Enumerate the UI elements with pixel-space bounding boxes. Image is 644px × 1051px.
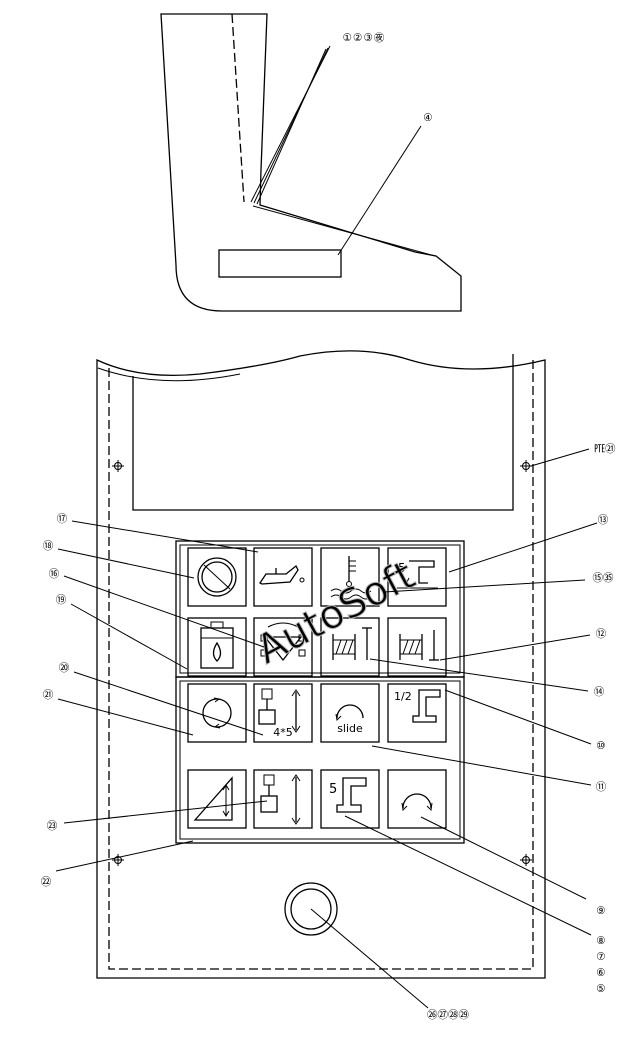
feed-bar-button[interactable] xyxy=(320,617,380,677)
callout-20: ⑳ xyxy=(59,662,70,674)
coolant-temperature-button[interactable] xyxy=(320,547,380,607)
callout-12: ⑫ xyxy=(596,628,607,640)
callout-5: ⑤ xyxy=(596,983,605,995)
rotate-button[interactable] xyxy=(187,683,247,743)
svg-text:5: 5 xyxy=(398,561,406,575)
feed-stop-icon xyxy=(399,630,439,661)
oil-level-button[interactable] xyxy=(187,617,247,677)
unit-lift-icon xyxy=(260,774,301,825)
callout-9: ⑨ xyxy=(596,905,605,917)
callout-6: ⑥ xyxy=(596,967,605,979)
rail-5-icon: 5 xyxy=(329,777,367,813)
callout-11: ⑪ xyxy=(596,781,607,793)
rail-half-button[interactable]: 1/2 xyxy=(387,683,447,743)
callout-8: ⑧ xyxy=(596,935,605,947)
rail-clamp-5-button[interactable]: 5 xyxy=(387,547,447,607)
turn-button[interactable] xyxy=(387,769,447,829)
svg-text:5: 5 xyxy=(329,782,337,797)
lubrication-button[interactable] xyxy=(253,547,313,607)
screw-icon xyxy=(112,460,124,472)
slide-label: slide xyxy=(337,722,363,735)
rail-half-icon: 1/2 xyxy=(394,689,441,723)
callout-23: ㉓ xyxy=(47,820,58,832)
screw-icon xyxy=(520,854,532,866)
callout-15-31: ⑮㉟ xyxy=(593,572,614,584)
screw-icon xyxy=(112,854,124,866)
label-plate xyxy=(218,249,342,278)
knob-icon xyxy=(284,882,338,936)
brake-ring-icon xyxy=(197,557,237,597)
screw-icon xyxy=(520,460,532,472)
feed-stop-button[interactable] xyxy=(387,617,447,677)
lower-button-cluster xyxy=(175,676,465,844)
slide-icon xyxy=(335,704,364,722)
callout-22: ㉒ xyxy=(41,876,52,888)
callout-1-2-3-30: ①②③㊰ xyxy=(343,32,386,44)
turn-icon xyxy=(401,793,433,812)
unit-lift-button[interactable] xyxy=(253,769,313,829)
svg-text:①②③㊰: ①②③㊰ xyxy=(343,32,386,44)
unit-lift-4x5-label: 4*5 xyxy=(273,726,293,739)
callout-16: ⑯ xyxy=(49,568,60,580)
slide-button[interactable]: slide xyxy=(320,683,380,743)
front-panel xyxy=(96,350,546,979)
callout-21: ㉑ xyxy=(43,689,54,701)
callout-10: ⑩ xyxy=(596,740,605,752)
rail-5-button[interactable]: 5 xyxy=(320,769,380,829)
oil-can-icon xyxy=(259,564,305,585)
callout-13: ⑬ xyxy=(598,514,609,526)
side-view-housing xyxy=(160,13,462,312)
brake-button[interactable] xyxy=(187,547,247,607)
callout-4: ④ xyxy=(423,112,432,124)
watermark: AutoSoft xyxy=(249,552,422,673)
unit-lift-4x5-icon xyxy=(258,688,301,733)
callout-17: ⑰ xyxy=(57,513,68,525)
oil-level-icon xyxy=(200,621,234,669)
callout-7: ⑦ xyxy=(596,951,605,963)
rotate-icon xyxy=(202,697,232,729)
coolant-temperature-icon xyxy=(330,556,372,600)
rotary-knob[interactable] xyxy=(284,882,338,936)
callout-24-25: ㉐㉑ xyxy=(595,443,616,455)
callout-14: ⑭ xyxy=(594,686,605,698)
callout-18: ⑱ xyxy=(43,540,54,552)
unit-lift-4x5-button[interactable]: 4*5 xyxy=(253,683,313,743)
alignment-button[interactable] xyxy=(253,617,313,677)
callout-19: ⑲ xyxy=(56,594,67,606)
rail-clamp-5-icon: 5 xyxy=(397,560,438,589)
angle-button[interactable] xyxy=(187,769,247,829)
angle-icon xyxy=(193,776,233,821)
alignment-icon xyxy=(260,622,306,662)
callout-26-29: ㉖㉗㉘㉙ xyxy=(427,1009,469,1021)
ratio-label: 1/2 xyxy=(394,690,412,703)
leader-lines xyxy=(55,448,598,1009)
feed-bar-icon xyxy=(332,627,372,660)
svg-text:④: ④ xyxy=(423,112,432,124)
